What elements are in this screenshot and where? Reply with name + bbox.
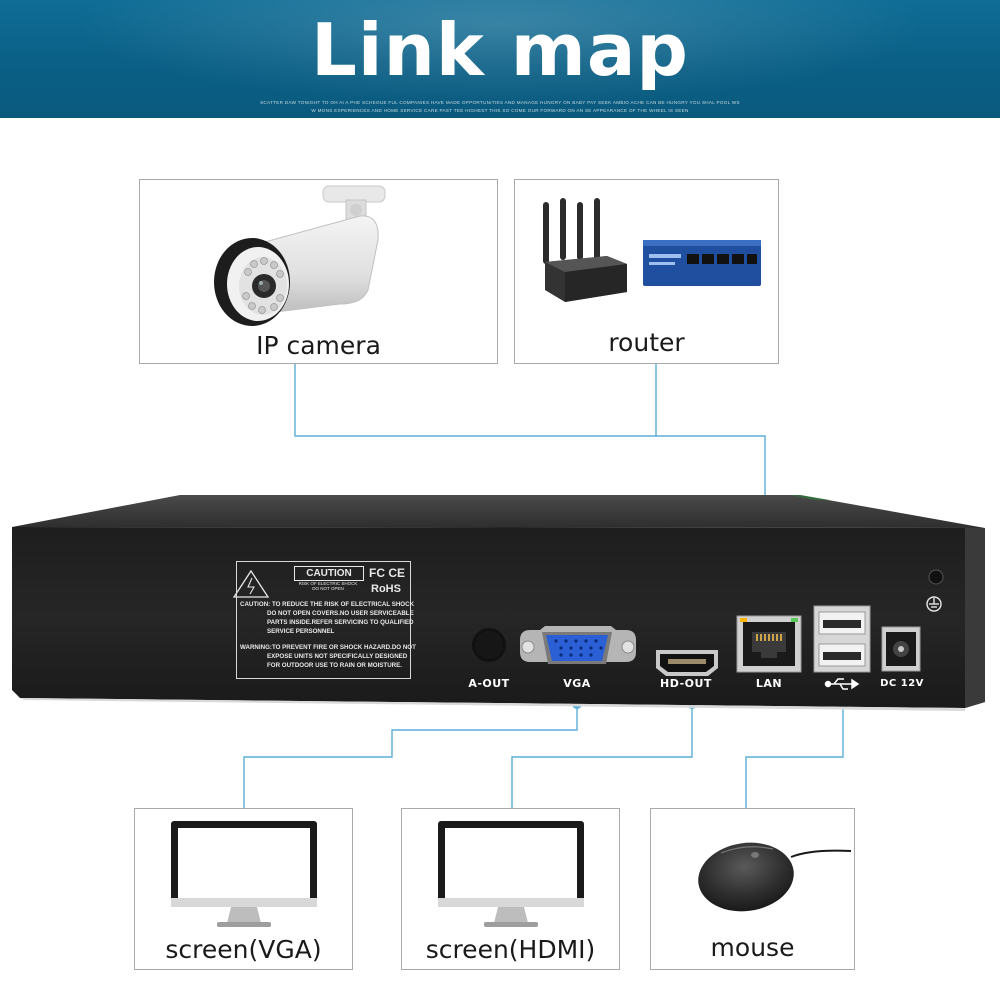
warning-triangle-icon [232, 569, 270, 598]
caution-line-3: PARTS INSIDE.REFER SERVICING TO QUALIFIE… [267, 619, 414, 626]
hdmi-port [656, 650, 718, 676]
usb-ports [813, 605, 871, 673]
mouse-icon [698, 842, 852, 912]
ground-screw [928, 569, 944, 585]
router-icon [543, 198, 761, 302]
dc-port [881, 626, 921, 672]
screen-hdmi-label: screen(HDMI) [425, 935, 596, 964]
monitor-icon [438, 821, 584, 927]
ip-camera-icon [214, 185, 386, 326]
caution-label: CAUTION RISK OF ELECTRIC SHOCK DO NOT OP… [236, 561, 416, 679]
vga-port [520, 626, 636, 664]
screen-vga-box: screen(VGA) [134, 808, 353, 970]
caution-line-7: FOR OUTDOOR USE TO RAIN OR MOISTURE. [267, 662, 402, 669]
wire-vga-screen [243, 705, 578, 808]
rohs-mark: RoHS [371, 583, 401, 595]
ip-camera-box: IP camera [139, 179, 498, 364]
caution-subheading: RISK OF ELECTRIC SHOCK DO NOT OPEN [294, 581, 362, 591]
page-title: Link map [311, 8, 689, 92]
lan-label: LAN [755, 677, 783, 690]
banner-fine-print-1: SCATTER DAW TONIGHT TO OH AI A PHE SCHEO… [260, 100, 740, 105]
vga-label: VGA [563, 677, 591, 690]
screen-vga-label: screen(VGA) [165, 935, 322, 964]
banner-fine-print-2: W MONS EXPERIENCES AND HOME SERVICE CARE… [311, 108, 689, 113]
router-label: router [608, 328, 685, 357]
nvr-device [12, 495, 985, 711]
a-out-label: A-OUT [468, 677, 510, 690]
caution-heading: CAUTION [294, 566, 364, 581]
monitor-icon [171, 821, 317, 927]
hd-out-label: HD-OUT [660, 677, 712, 690]
caution-line-6: EXPOSE UNITS NOT SPECIFICALLY DESIGNED [267, 653, 408, 660]
banner-shine [0, 0, 1000, 118]
caution-subheading-2: DO NOT OPEN [312, 586, 344, 591]
mouse-label: mouse [710, 933, 795, 962]
dc-12v-label: DC 12V [880, 678, 924, 689]
caution-line-5: WARNING:TO PREVENT FIRE OR SHOCK HAZARD.… [240, 644, 416, 651]
usb-icon [824, 678, 860, 690]
ground-icon [926, 596, 942, 612]
caution-line-2: DO NOT OPEN COVERS.NO USER SERVICEABLE [267, 610, 414, 617]
wire-hdmi-screen [511, 705, 693, 808]
header-banner: Link map SCATTER DAW TONIGHT TO OH AI A … [0, 0, 1000, 118]
ip-camera-label: IP camera [256, 331, 381, 360]
router-box: router [514, 179, 779, 364]
wire-usb-mouse [745, 705, 844, 808]
fcc-ce-mark: FC CE [369, 566, 405, 580]
caution-line-1: CAUTION: TO REDUCE THE RISK OF ELECTRICA… [240, 601, 415, 608]
lan-port [736, 615, 802, 673]
screen-hdmi-box: screen(HDMI) [401, 808, 620, 970]
caution-subheading-1: RISK OF ELECTRIC SHOCK [298, 581, 358, 586]
mouse-box: mouse [650, 808, 855, 970]
caution-line-4: SERVICE PERSONNEL [267, 628, 335, 635]
